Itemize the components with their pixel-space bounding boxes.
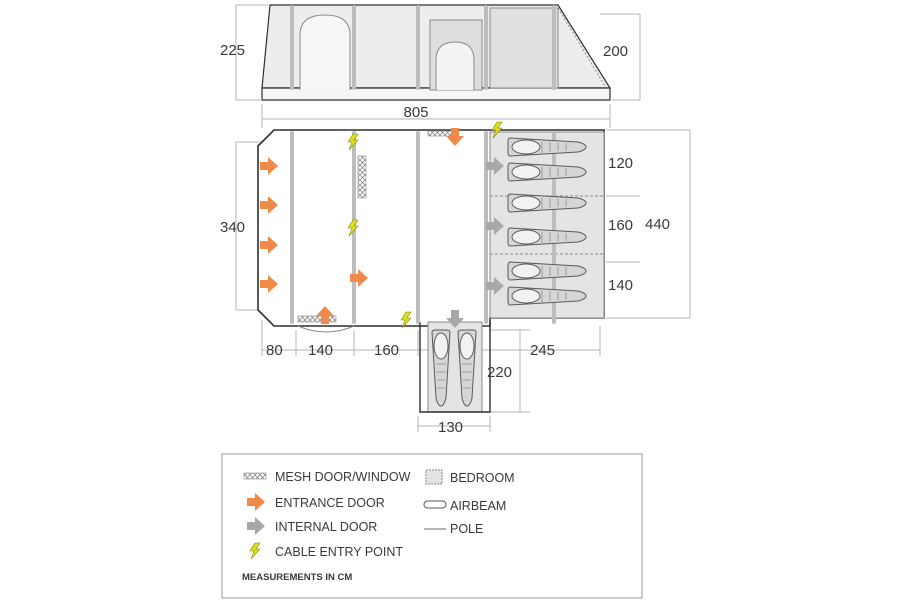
bedroom-width-3-label: 140	[608, 277, 633, 294]
legend-label-entrance: ENTRANCE DOOR	[275, 496, 385, 510]
porch-length-label: 80	[266, 342, 283, 359]
airbeam-icon	[423, 500, 447, 509]
dimension-lines	[235, 4, 691, 432]
bedroom-width-1-label: 120	[608, 155, 633, 172]
overall-length-label: 805	[403, 104, 428, 121]
legend-label-pole: POLE	[450, 522, 483, 536]
legend-label-internal: INTERNAL DOOR	[275, 520, 377, 534]
legend-label-mesh: MESH DOOR/WINDOW	[275, 470, 411, 484]
overall-width-label: 440	[645, 216, 670, 233]
mesh-window-side	[357, 155, 367, 199]
front-height-label: 225	[220, 42, 245, 59]
annex-width-label: 130	[438, 419, 463, 436]
legend-label-bedroom: BEDROOM	[450, 471, 515, 485]
dimension-labels: 225 200 805 340 440 120 160 140 80 140 1…	[220, 42, 670, 436]
bedroom-width-2-label: 160	[608, 217, 633, 234]
mesh-icon	[243, 472, 267, 480]
legend: MESH DOOR/WINDOW ENTRANCE DOOR INTERNAL …	[221, 453, 643, 599]
width-label: 340	[220, 219, 245, 236]
rear-height-label: 200	[603, 43, 628, 60]
bedroom-swatch-icon	[425, 469, 443, 485]
legend-label-airbeam: AIRBEAM	[450, 499, 506, 513]
mesh-door-bottom	[297, 315, 337, 323]
floor-plan	[257, 121, 605, 413]
legend-label-cable: CABLE ENTRY POINT	[275, 545, 403, 559]
door-length-label: 140	[308, 342, 333, 359]
annex-length-label: 220	[487, 364, 512, 381]
side-elevation	[261, 4, 612, 101]
bedroom-length-label: 245	[530, 342, 555, 359]
legend-note: MEASUREMENTS IN CM	[242, 572, 352, 583]
living-length-label: 160	[374, 342, 399, 359]
